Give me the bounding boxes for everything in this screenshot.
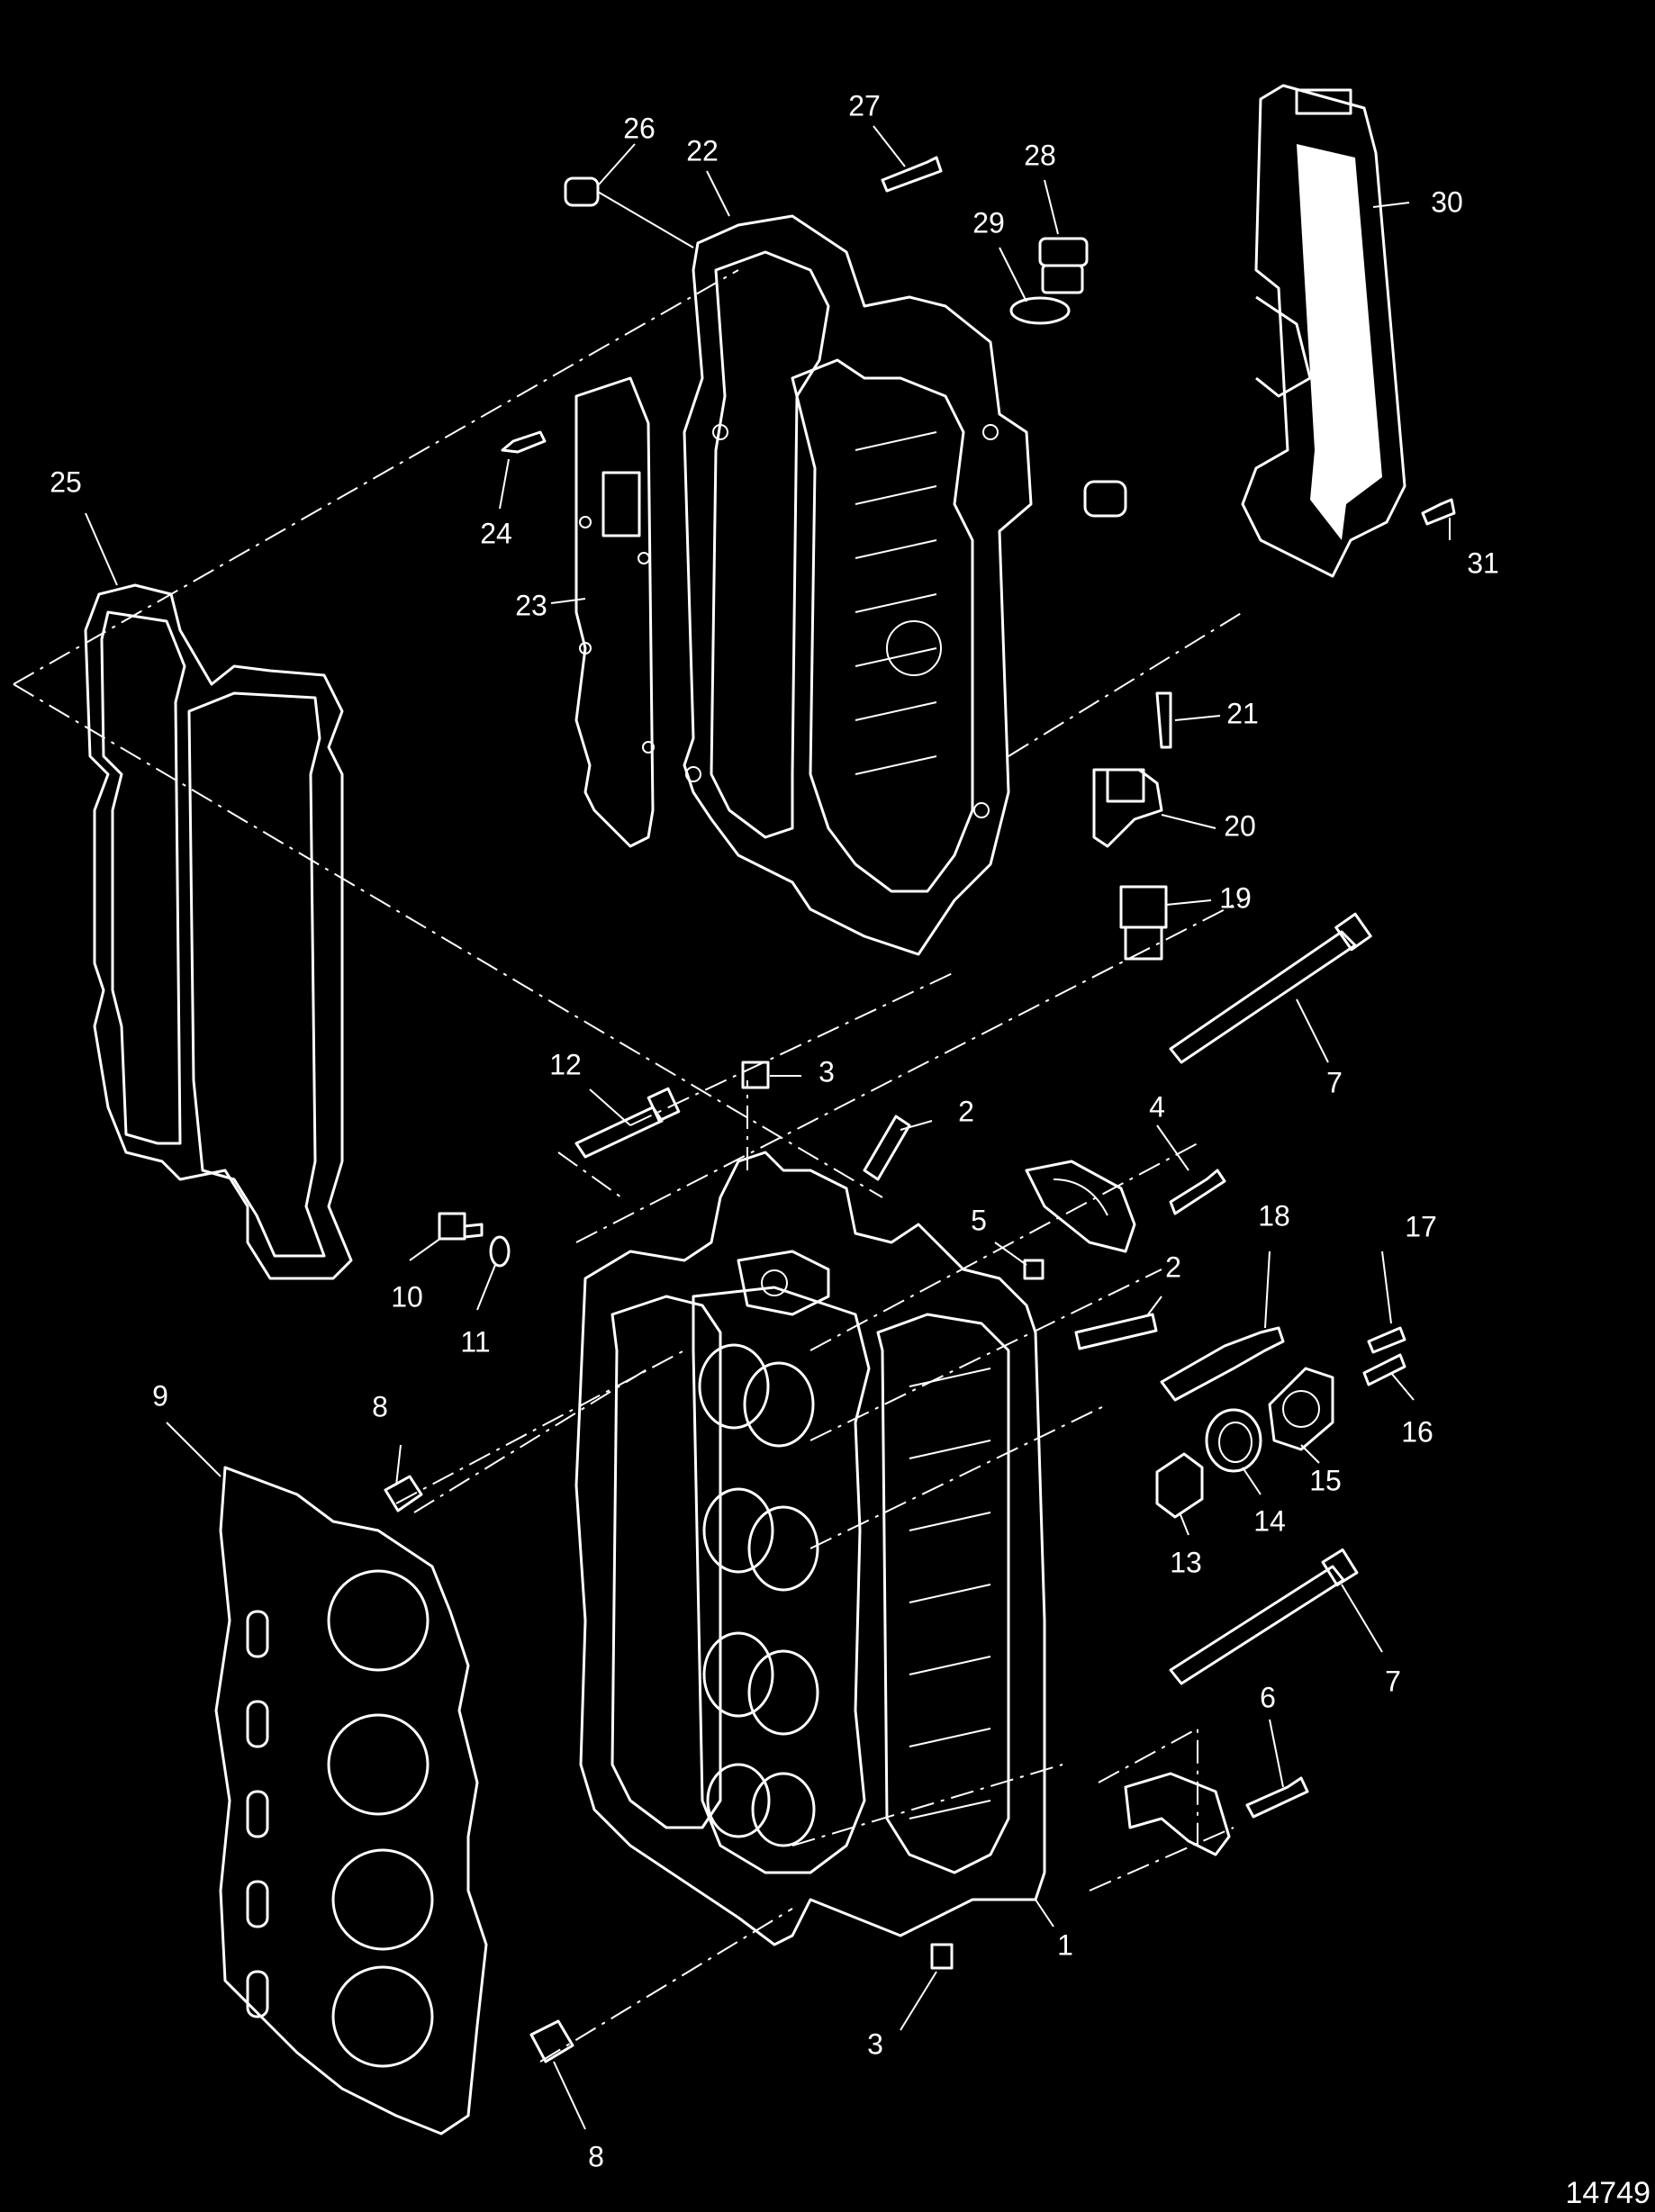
sensor-part-19 (1119, 885, 1168, 961)
nut-part-3-bottom (930, 1943, 954, 1970)
grommet-right (1083, 480, 1127, 518)
bolt-part-24 (501, 430, 547, 454)
bolt-part-21 (1155, 691, 1172, 749)
nut-part-3-top (741, 1061, 770, 1089)
callout-22: 22 (686, 134, 719, 167)
callout-13: 13 (1170, 1546, 1202, 1578)
callout-3-bottom: 3 (867, 2027, 883, 2060)
pin-part-2-top (863, 1115, 911, 1181)
head-cover-part-22 (683, 214, 1033, 956)
callout-10: 10 (391, 1280, 423, 1313)
bolt-part-16 (1362, 1353, 1406, 1386)
callout-1: 1 (1057, 1928, 1073, 1961)
cover-part-15 (1268, 1367, 1334, 1451)
bolt-part-12 (574, 1087, 681, 1159)
plate-part-23 (574, 376, 655, 848)
head-gasket-part-9 (214, 1466, 488, 2135)
sensor-part-18 (1160, 1326, 1285, 1402)
callout-17: 17 (1405, 1210, 1437, 1242)
callout-11: 11 (460, 1325, 490, 1358)
pin-part-2-side (1074, 1313, 1158, 1350)
callout-23: 23 (515, 589, 547, 621)
plug-part-13 (1155, 1452, 1204, 1519)
callout-8-lower: 8 (588, 2140, 604, 2172)
bolt-part-17 (1367, 1326, 1406, 1354)
long-bolt-part-7-upper (1169, 912, 1372, 1064)
callout-21: 21 (1226, 697, 1259, 729)
callout-9: 9 (152, 1379, 168, 1412)
long-bolt-part-7-lower (1169, 1548, 1359, 1685)
callout-leaders (85, 125, 1451, 2130)
o-ring-part-29 (1009, 296, 1071, 325)
callout-28: 28 (1024, 139, 1056, 171)
callout-4: 4 (1149, 1090, 1165, 1123)
bolt-part-31 (1421, 498, 1456, 526)
cylinder-head-part-1 (574, 1151, 1046, 1946)
callout-31: 31 (1467, 546, 1499, 579)
callout-3-top: 3 (818, 1055, 835, 1088)
cover-gasket-part-25 (84, 583, 353, 1280)
callout-numbers: 26 22 27 28 29 30 25 24 23 31 21 20 19 7… (50, 89, 1499, 2172)
callout-19: 19 (1219, 881, 1252, 914)
callout-6: 6 (1260, 1681, 1276, 1713)
callout-14: 14 (1253, 1504, 1286, 1537)
callout-15: 15 (1309, 1464, 1342, 1496)
callout-8-upper: 8 (372, 1390, 388, 1422)
sensor-part-20 (1092, 768, 1163, 848)
callout-20: 20 (1224, 809, 1256, 842)
callout-2-top: 2 (958, 1095, 974, 1127)
callout-7-upper: 7 (1326, 1066, 1343, 1098)
grommet-part-26 (564, 176, 694, 248)
seal-part-14 (1205, 1408, 1262, 1473)
callout-25: 25 (50, 465, 82, 498)
callout-26: 26 (623, 112, 656, 144)
assembly-lines (13, 269, 1244, 2063)
callout-7-lower: 7 (1385, 1665, 1401, 1697)
dowel-part-8-lower (529, 2019, 574, 2063)
callout-2-side: 2 (1165, 1250, 1181, 1283)
bolt-part-27 (881, 156, 943, 193)
washer-part-5 (1023, 1259, 1045, 1280)
callout-16: 16 (1401, 1415, 1433, 1448)
callout-29: 29 (972, 206, 1005, 239)
callout-12: 12 (549, 1048, 582, 1080)
callout-24: 24 (480, 517, 512, 549)
cover-shroud-part-30 (1241, 84, 1406, 578)
callout-30: 30 (1431, 185, 1463, 218)
figure-number: 14749 (1565, 2176, 1650, 2210)
dowel-part-8-upper (384, 1475, 423, 1512)
callout-5: 5 (971, 1204, 987, 1236)
callout-27: 27 (848, 89, 881, 122)
plug-part-28 (1038, 237, 1089, 294)
bolt-part-10 (438, 1212, 484, 1241)
washer-part-11 (489, 1235, 511, 1268)
callout-18: 18 (1258, 1199, 1290, 1232)
bearing-cap-part-6 (1124, 1772, 1309, 1856)
bearing-cap-part-4 (1025, 1160, 1226, 1253)
